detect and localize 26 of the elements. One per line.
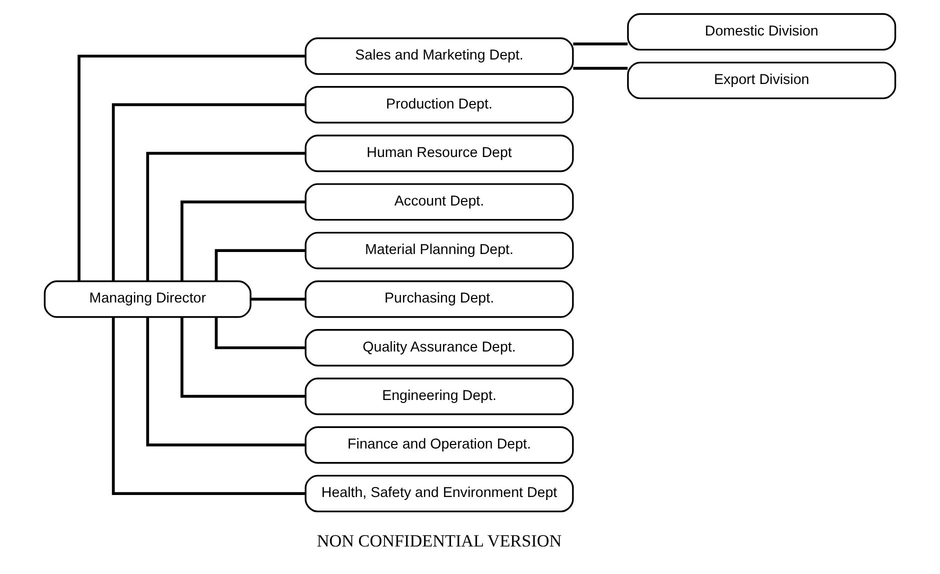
node-box: Finance and Operation Dept.: [304, 426, 574, 464]
node-box: Quality Assurance Dept.: [304, 329, 574, 366]
connector: [250, 298, 306, 301]
node-box: Human Resource Dept: [304, 134, 574, 172]
connector: [112, 103, 306, 282]
connector: [180, 317, 306, 398]
connector: [146, 317, 306, 446]
node-box: Managing Director: [44, 280, 252, 318]
node-box: Material Planning Dept.: [304, 232, 574, 270]
connector: [78, 54, 306, 282]
connector: [214, 249, 306, 282]
node-box: Purchasing Dept.: [304, 280, 574, 318]
node-box: Export Division: [627, 62, 896, 100]
node-box: Sales and Marketing Dept.: [304, 37, 574, 75]
connector: [214, 317, 306, 350]
node-box: Domestic Division: [627, 13, 896, 51]
connector: [112, 317, 306, 495]
connector: [146, 152, 306, 282]
node-box: Production Dept.: [304, 86, 574, 124]
connector: [573, 42, 628, 46]
node-box: Health, Safety and Environment Dept: [304, 474, 574, 512]
connector: [573, 66, 628, 70]
connector: [180, 200, 306, 281]
node-box: Account Dept.: [304, 183, 574, 221]
node-box: Engineering Dept.: [304, 378, 574, 416]
label: NON CONFIDENTIAL VERSION: [316, 532, 562, 551]
